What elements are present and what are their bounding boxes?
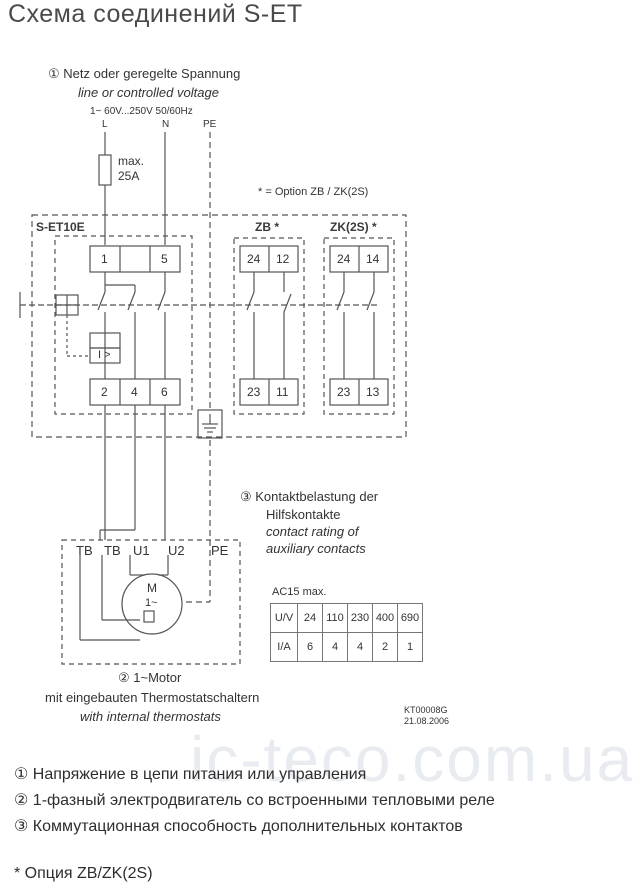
option-note: * = Option ZB / ZK(2S) <box>258 186 369 198</box>
terminal-1: 1 <box>101 252 108 266</box>
contacts-en1: contact rating of <box>266 524 359 539</box>
supply-heading: ① Netz oder geregelte Spannung <box>48 66 241 81</box>
fuse-label-rating: 25A <box>118 169 140 183</box>
voltage-header-cell: U/V <box>270 603 298 633</box>
table-cell: 230 <box>347 603 373 633</box>
table-cell: 690 <box>397 603 423 633</box>
zb-terminal-11: 11 <box>276 385 289 399</box>
motor-terminal-pe: PE <box>211 543 229 558</box>
contact-rating-table: U/V 24 110 230 400 690 I/A 6 4 4 2 1 <box>270 603 423 662</box>
zk-terminal-23: 23 <box>337 385 351 399</box>
table-cell: 110 <box>322 603 348 633</box>
zb-terminal-12: 12 <box>276 252 290 266</box>
table-row: U/V 24 110 230 400 690 <box>270 603 423 633</box>
watermark: ic-teco.com.ua <box>190 723 635 795</box>
contacts-heading2: Hilfskontakte <box>266 507 341 522</box>
zb-terminal-23: 23 <box>247 385 261 399</box>
motor-symbol-phase: 1~ <box>145 597 158 609</box>
motor-terminal-u1: U1 <box>133 543 150 558</box>
motor-terminal-tb1: TB <box>76 543 93 558</box>
terminal-5: 5 <box>161 252 168 266</box>
legend-item-1: ① Напряжение в цепи питания или управлен… <box>14 766 367 783</box>
drawing-date: 21.08.2006 <box>404 716 450 726</box>
supply-voltage: 1~ 60V...250V 50/60Hz <box>90 106 193 117</box>
terminal-pe-label: PE <box>203 119 217 130</box>
motor-caption-1: ② 1~Motor <box>118 670 182 685</box>
table-cell: 4 <box>322 632 348 662</box>
terminal-n-label: N <box>162 119 170 130</box>
footnote: * Опция ZB/ZK(2S) <box>14 865 153 882</box>
legend-item-2: ② 1-фазный электродвигатель со встроенны… <box>14 792 495 809</box>
motor-terminal-tb2: TB <box>104 543 121 558</box>
ac-table-label: AC15 max. <box>272 586 327 598</box>
table-cell: 6 <box>297 632 323 662</box>
relay-symbol: I > <box>98 349 111 361</box>
motor-symbol-m: M <box>147 581 157 595</box>
terminal-4: 4 <box>131 385 138 399</box>
terminal-2: 2 <box>101 385 108 399</box>
current-header-cell: I/A <box>270 632 298 662</box>
motor-caption-2: mit eingebauten Thermostatschaltern <box>45 690 260 705</box>
drawing-code: KT00008G <box>404 705 448 715</box>
module-main-label: S-ET10E <box>36 220 85 234</box>
zk-terminal-24: 24 <box>337 252 351 266</box>
zk-terminal-14: 14 <box>366 252 380 266</box>
table-row: I/A 6 4 4 2 1 <box>270 632 423 662</box>
table-cell: 1 <box>397 632 423 662</box>
terminal-l-label: L <box>102 119 108 130</box>
page-title: Схема соединений S-ET <box>8 0 303 28</box>
motor-caption-3: with internal thermostats <box>80 709 221 724</box>
zk-terminal-13: 13 <box>366 385 380 399</box>
zb-terminal-24: 24 <box>247 252 261 266</box>
module-zb-label: ZB * <box>255 220 279 234</box>
motor-terminal-u2: U2 <box>168 543 185 558</box>
legend-item-3: ③ Коммутационная способность дополнитель… <box>14 818 463 835</box>
table-cell: 400 <box>372 603 398 633</box>
table-cell: 2 <box>372 632 398 662</box>
supply-heading-en: line or controlled voltage <box>78 85 219 100</box>
module-zk-label: ZK(2S) * <box>330 220 377 234</box>
table-cell: 4 <box>347 632 373 662</box>
contacts-en2: auxiliary contacts <box>266 541 366 556</box>
terminal-6: 6 <box>161 385 168 399</box>
fuse-label-max: max. <box>118 154 145 168</box>
contacts-heading: ③ Kontaktbelastung der <box>240 489 379 504</box>
table-cell: 24 <box>297 603 323 633</box>
